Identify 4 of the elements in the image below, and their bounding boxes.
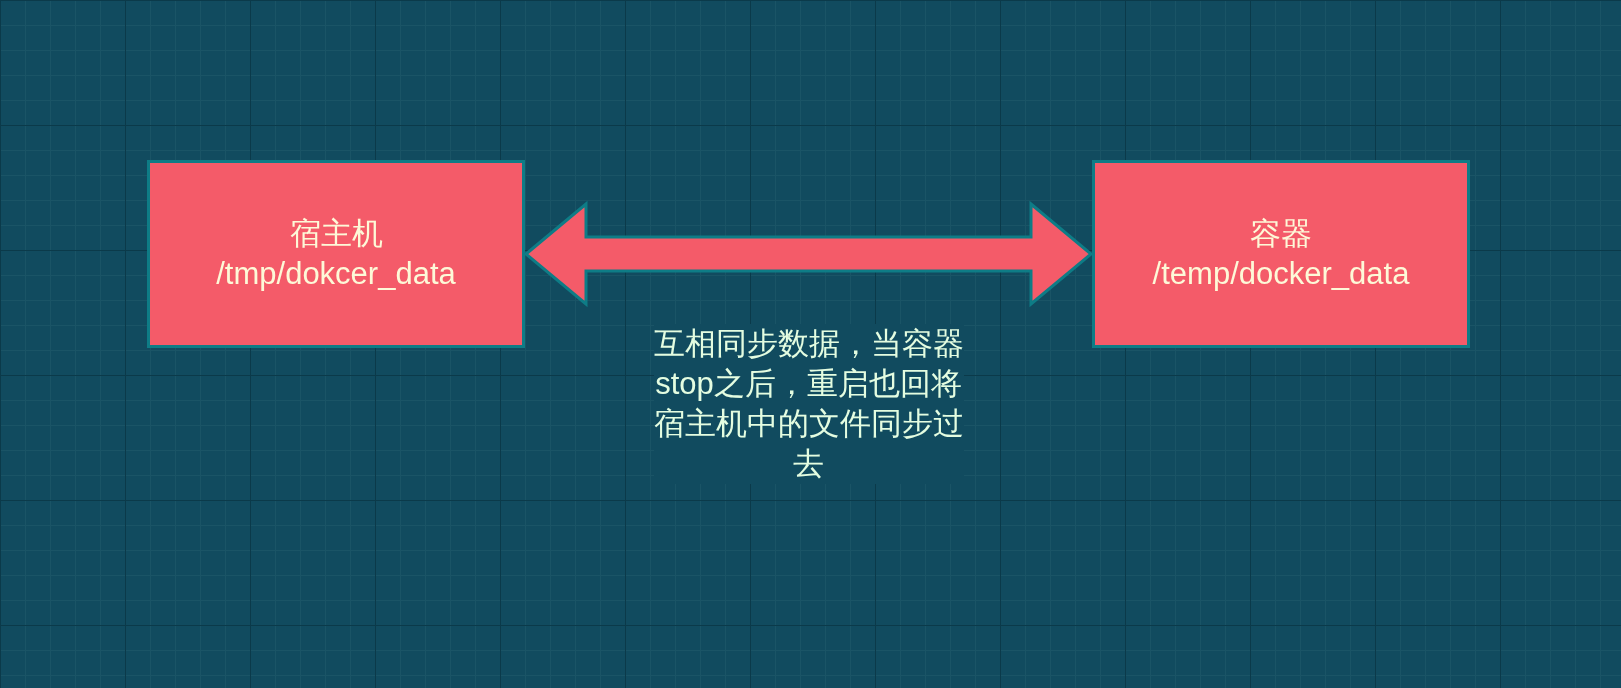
process-box: 容器 /temp/docker_data: [1092, 160, 1470, 348]
process-box: 宿主机 /tmp/dokcer_data: [147, 160, 525, 348]
double-arrow: [523, 200, 1094, 308]
edge-label: 互相同步数据，当容器stop之后，重启也回将宿主机中的文件同步过去: [653, 324, 964, 484]
